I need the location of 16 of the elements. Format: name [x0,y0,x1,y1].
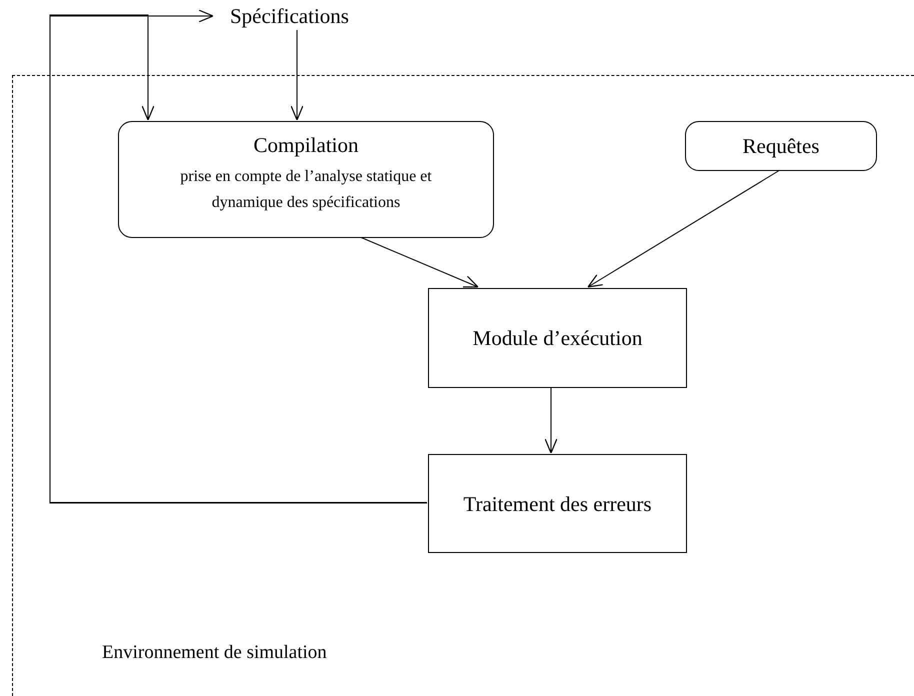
specification-label: Spécifications [230,4,349,29]
arrow [290,30,304,121]
box-title: Traitement des erreurs [463,490,652,516]
box-description: prise en compte de l’analyse statique et dynamique des spécifications [179,167,433,213]
region-label: Environnement de simulation [102,642,327,664]
box-title: Compilation [254,132,358,158]
process-box [428,288,687,388]
arrow [587,170,780,288]
arrow [360,236,479,288]
arrow [544,386,558,454]
process-box [428,454,687,553]
rounded-process-box [685,121,877,171]
rounded-process-box [118,121,494,238]
dashed-region [12,75,914,696]
box-title: Requêtes [742,133,820,159]
box-title: Module d’exécution [472,325,642,351]
